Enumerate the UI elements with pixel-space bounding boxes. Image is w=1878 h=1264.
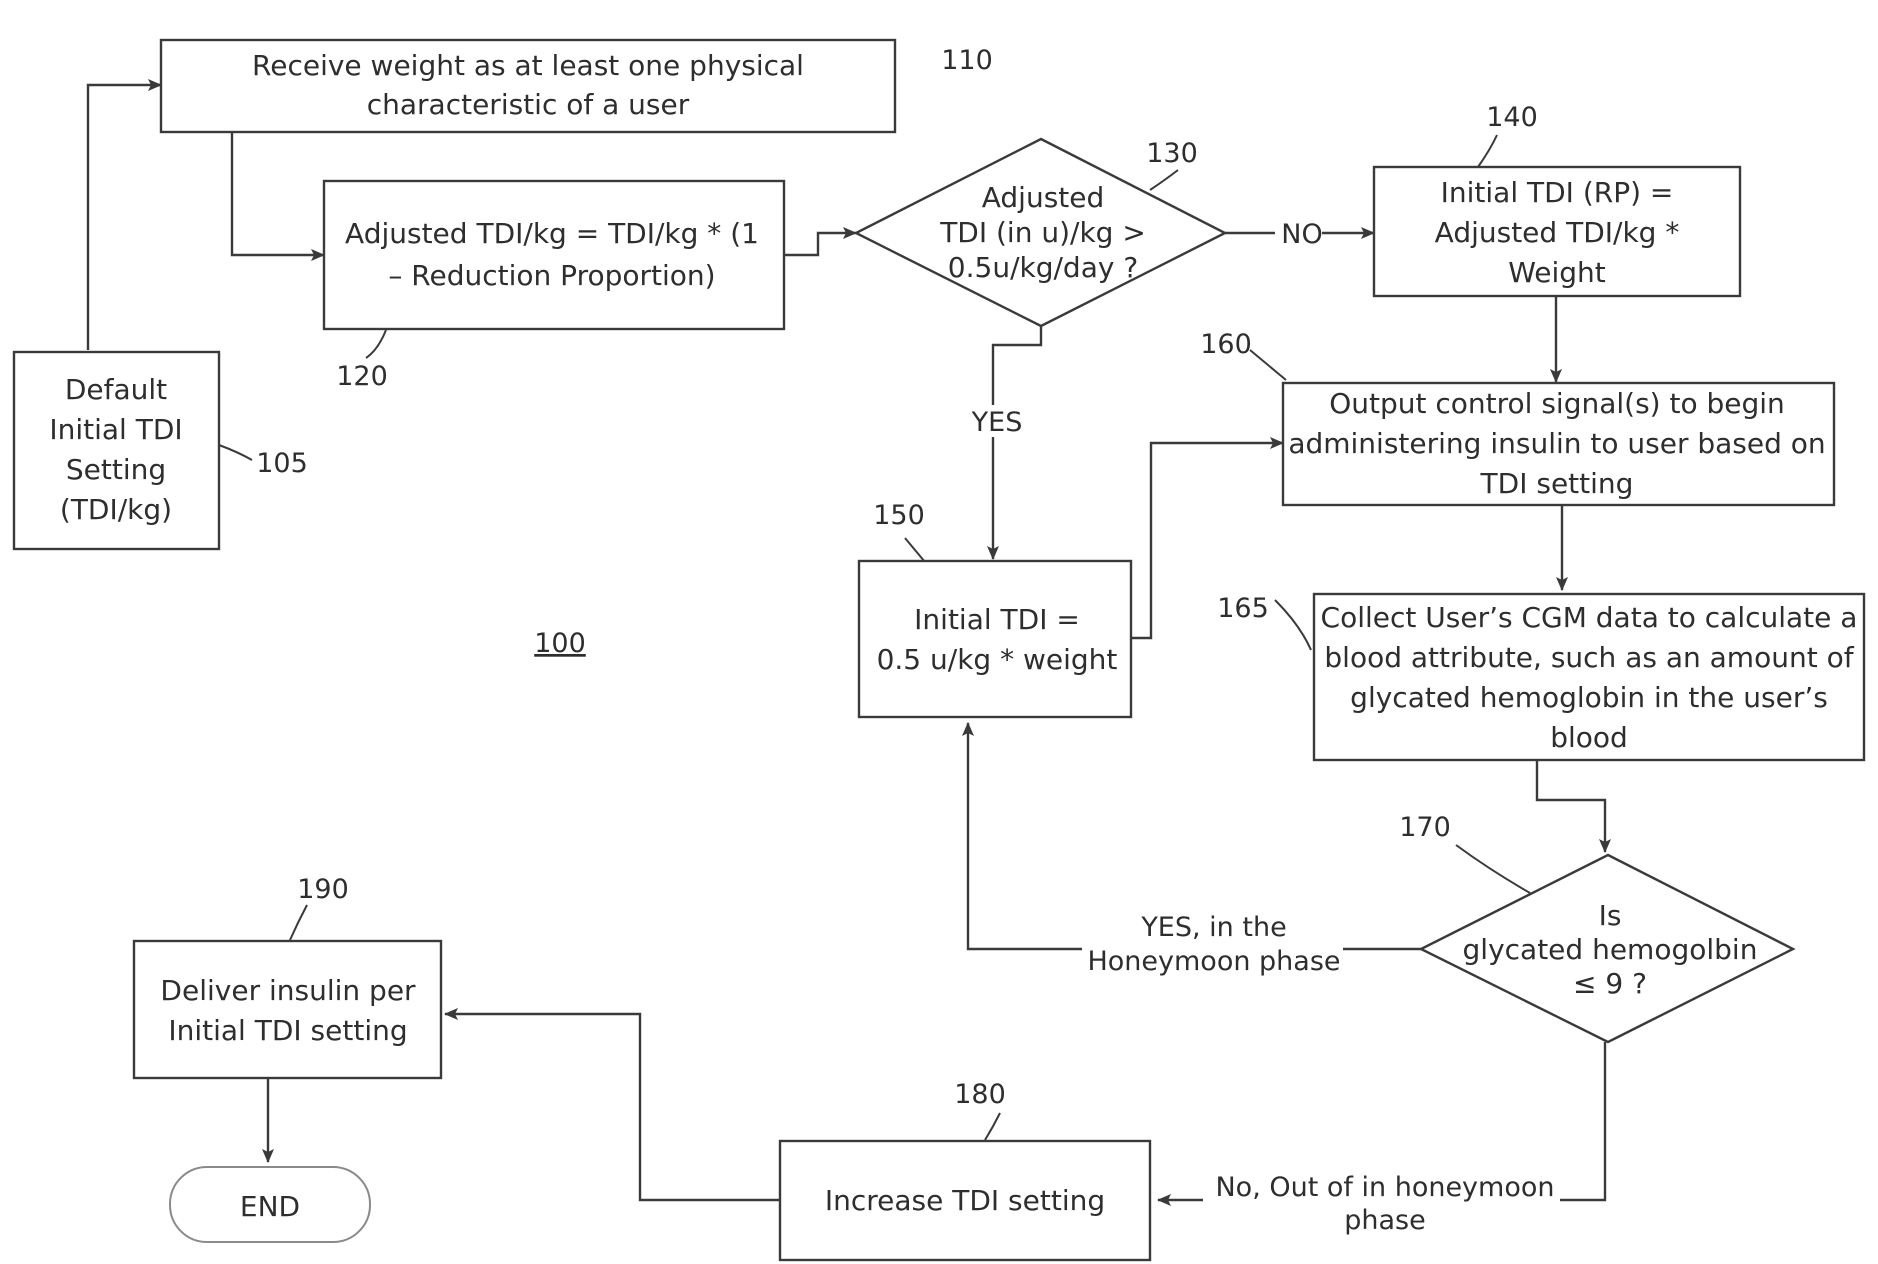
edge-label-yes-130: YES	[971, 407, 1023, 438]
ref-170: 170	[1399, 812, 1451, 843]
svg-text:Collect User’s CGM data to cal: Collect User’s CGM data to calculate a	[1321, 601, 1858, 634]
leader-165	[1275, 600, 1311, 650]
svg-text:Receive weight as at least one: Receive weight as at least one physical	[252, 49, 804, 82]
edge-130-yes-segment-a	[993, 326, 1041, 405]
svg-text:(TDI/kg): (TDI/kg)	[60, 493, 172, 526]
ref-110: 110	[941, 45, 993, 76]
leader-190	[290, 905, 307, 940]
svg-text:glycated hemoglobin in the use: glycated hemoglobin in the user’s	[1350, 681, 1828, 714]
edge-180-to-190	[445, 1014, 780, 1200]
edge-170-no-segment-a	[1560, 1042, 1605, 1200]
svg-text:Weight: Weight	[1508, 256, 1606, 289]
edge-label-yes-170: YES, in the Honeymoon phase	[1087, 912, 1340, 977]
leader-160	[1250, 350, 1286, 380]
svg-text:administering insulin to user: administering insulin to user based on	[1288, 427, 1825, 460]
svg-text:Adjusted: Adjusted	[982, 181, 1105, 214]
edge-165-to-170	[1537, 760, 1605, 852]
figure-ref-100: 100	[534, 628, 586, 659]
svg-text:Default: Default	[65, 373, 167, 406]
leader-105	[219, 445, 252, 460]
ref-105: 105	[256, 448, 308, 479]
svg-text:glycated hemogolbin: glycated hemogolbin	[1463, 933, 1758, 966]
svg-text:– Reduction Proportion): – Reduction Proportion)	[388, 259, 715, 292]
ref-130: 130	[1146, 138, 1198, 169]
svg-text:blood: blood	[1550, 721, 1628, 754]
node-180-text: Increase TDI setting	[825, 1184, 1105, 1217]
svg-text:0.5 u/kg * weight: 0.5 u/kg * weight	[877, 643, 1118, 676]
svg-text:YES, in the: YES, in the	[1140, 912, 1286, 943]
svg-text:TDI (in u)/kg >: TDI (in u)/kg >	[939, 216, 1146, 249]
edge-label-no-130: NO	[1281, 219, 1322, 250]
leader-130	[1150, 170, 1178, 190]
svg-text:Initial TDI (RP) =: Initial TDI (RP) =	[1441, 176, 1674, 209]
svg-text:Is: Is	[1599, 899, 1622, 932]
ref-150: 150	[873, 500, 925, 531]
svg-text:Output control signal(s) to be: Output control signal(s) to begin	[1329, 387, 1785, 420]
svg-text:Deliver insulin per: Deliver insulin per	[160, 974, 416, 1007]
node-190-box	[134, 941, 441, 1078]
svg-text:phase: phase	[1344, 1205, 1425, 1236]
edge-170-to-150-yes	[968, 723, 1082, 949]
ref-165: 165	[1217, 593, 1269, 624]
svg-text:Increase TDI setting: Increase TDI setting	[825, 1184, 1105, 1217]
edge-105-to-110	[88, 85, 161, 350]
ref-180: 180	[954, 1079, 1006, 1110]
svg-text:≤ 9 ?: ≤ 9 ?	[1573, 967, 1647, 1000]
node-150-box	[859, 561, 1131, 717]
svg-text:blood attribute, such as an am: blood attribute, such as an amount of	[1324, 641, 1854, 674]
node-120-box	[324, 181, 784, 329]
svg-text:Initial TDI: Initial TDI	[49, 413, 182, 446]
leader-150	[905, 538, 925, 562]
svg-text:TDI setting: TDI setting	[1480, 467, 1634, 500]
ref-120: 120	[336, 361, 388, 392]
ref-190: 190	[297, 874, 349, 905]
svg-text:characteristic of a user: characteristic of a user	[367, 88, 690, 121]
ref-140: 140	[1486, 102, 1538, 133]
svg-text:Adjusted TDI/kg = TDI/kg * (: Adjusted TDI/kg = TDI/kg * (1	[345, 217, 759, 250]
svg-text:Adjusted TDI/kg *: Adjusted TDI/kg *	[1435, 216, 1680, 249]
leader-180	[985, 1113, 1000, 1140]
end-label: END	[240, 1190, 300, 1223]
leader-170	[1456, 845, 1530, 893]
svg-text:Initial TDI setting: Initial TDI setting	[168, 1014, 407, 1047]
edge-label-no-170: No, Out of in honeymoon phase	[1215, 1172, 1554, 1236]
svg-text:Honeymoon phase: Honeymoon phase	[1087, 946, 1340, 977]
svg-text:Initial TDI =: Initial TDI =	[914, 603, 1080, 636]
edge-110-to-120	[232, 132, 324, 255]
svg-text:0.5u/kg/day ?: 0.5u/kg/day ?	[948, 251, 1138, 284]
ref-160: 160	[1200, 329, 1252, 360]
leader-140	[1478, 135, 1497, 167]
svg-text:Setting: Setting	[66, 453, 166, 486]
svg-text:No, Out of in honeymoon: No, Out of in honeymoon	[1215, 1172, 1554, 1203]
edge-120-to-130	[784, 233, 856, 255]
leader-120	[366, 330, 386, 358]
